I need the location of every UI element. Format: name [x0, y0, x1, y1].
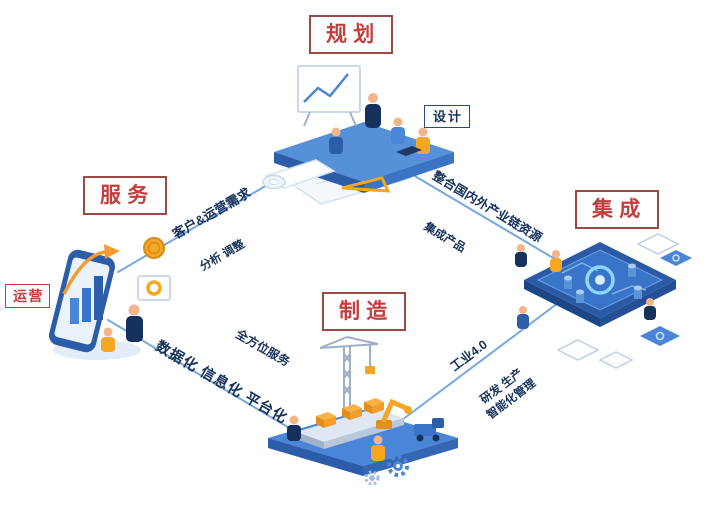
service-illustration	[48, 237, 171, 360]
factory-platform-icon	[268, 410, 458, 476]
tag-design: 设计	[424, 105, 470, 128]
tag-operation: 运营	[5, 284, 50, 308]
planning-illustration	[262, 65, 454, 205]
circuit-board-icon	[524, 242, 676, 327]
person-icon	[365, 93, 381, 128]
cargo-box-icon	[316, 412, 336, 428]
coin-icon	[143, 237, 165, 259]
gear-icon	[364, 470, 380, 486]
presentation-screen-icon	[137, 275, 171, 301]
cargo-box-icon	[342, 404, 362, 420]
link-integration-manufacturing	[397, 302, 559, 424]
person-icon	[517, 306, 529, 329]
link-planning-integration	[407, 171, 561, 263]
node-label-planning: 规划	[309, 15, 393, 54]
truck-icon	[414, 418, 444, 442]
person-icon	[391, 117, 405, 144]
board-components	[564, 263, 642, 303]
node-label-manufacturing: 制造	[322, 292, 406, 331]
node-label-service: 服务	[83, 176, 167, 215]
bar-chart-icon	[70, 276, 103, 324]
whiteboard-icon	[297, 65, 361, 127]
manufacturing-illustration	[268, 336, 458, 486]
person-icon	[644, 298, 656, 320]
person-icon	[101, 327, 115, 352]
cargo-box-icon	[364, 398, 384, 414]
person-icon	[371, 435, 385, 461]
floating-tile-icon	[556, 326, 680, 369]
person-icon	[287, 415, 301, 441]
floating-tile-icon	[636, 233, 692, 266]
crane-hook-icon	[365, 366, 375, 374]
growth-arrow-icon	[62, 244, 120, 295]
blueprint-roll-icon	[262, 159, 336, 190]
person-icon	[126, 304, 143, 342]
integration-illustration	[515, 233, 692, 369]
drafting-triangle-icon	[341, 176, 391, 193]
crane-icon	[319, 336, 379, 410]
person-icon	[329, 127, 343, 154]
gear-icon	[387, 455, 409, 477]
laptop-icon	[396, 146, 422, 156]
person-icon	[515, 244, 527, 267]
robot-arm-icon	[376, 398, 412, 429]
node-label-integration: 集成	[575, 190, 659, 229]
person-icon	[550, 250, 562, 272]
